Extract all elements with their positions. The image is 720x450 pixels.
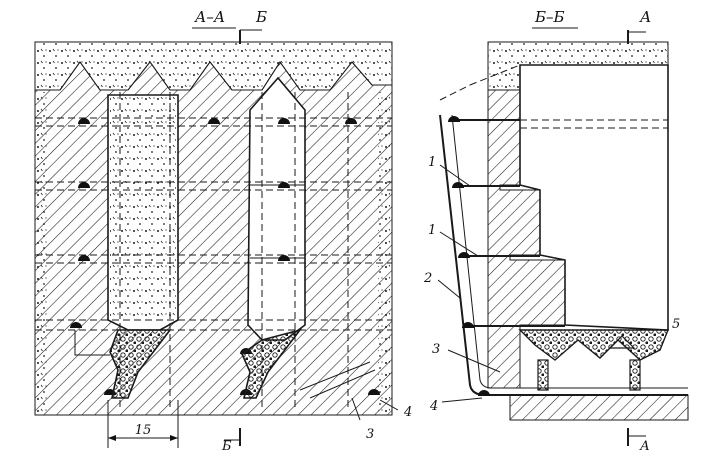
section-title-a-a: А–А — [194, 8, 225, 26]
cut-mark-bottom-b: Б — [221, 428, 241, 450]
section-title-b-b: Б–Б — [534, 8, 565, 26]
open-stope — [519, 64, 669, 331]
callout-3-left: 3 — [366, 427, 374, 442]
section-b-b: А А Б–Б 1 1 2 3 4 5 — [423, 8, 689, 450]
callout-3-right: 3 — [432, 342, 440, 357]
callout-5: 5 — [672, 317, 680, 332]
ore-chute-left — [109, 329, 172, 399]
callout-4-right: 4 — [429, 399, 438, 414]
svg-text:А: А — [639, 439, 650, 450]
ore-chute-middle — [241, 328, 303, 399]
svg-text:А: А — [639, 8, 651, 26]
blast-holes-right — [448, 116, 490, 396]
dimension-15: 15 — [107, 400, 179, 448]
rock-mass-left — [34, 61, 393, 416]
callout-4-left: 4 — [403, 405, 412, 420]
dimension-label: 15 — [135, 423, 152, 438]
cut-mark-top-b: Б — [239, 8, 267, 44]
callout-1a: 1 — [428, 155, 436, 170]
svg-text:Б: Б — [255, 8, 267, 26]
cut-mark-bottom-a: А — [627, 428, 650, 450]
ore-chamber-open — [247, 76, 306, 341]
section-a-a: 15 Б Б А–А 3 4 — [34, 8, 412, 450]
rubble-under-stope — [518, 329, 670, 361]
cut-mark-top-a: А — [627, 8, 651, 44]
callout-1b: 1 — [428, 223, 436, 238]
svg-text:Б: Б — [221, 439, 232, 450]
floor-rock — [509, 394, 689, 421]
callout-2: 2 — [423, 271, 432, 286]
